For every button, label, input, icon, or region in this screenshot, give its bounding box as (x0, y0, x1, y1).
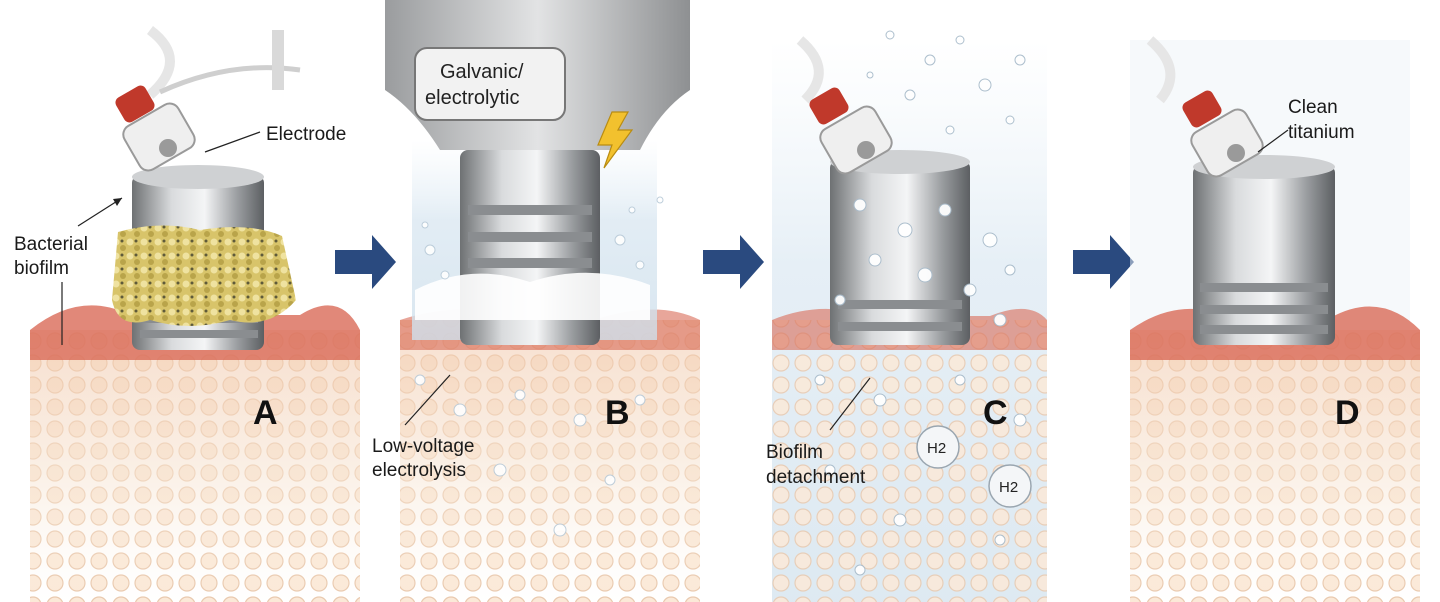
clean-implant (1193, 165, 1335, 345)
gas-bubbles (814, 30, 1027, 576)
arrow-right-icon (335, 235, 396, 289)
label-galvanic: Galvanic/ (440, 61, 524, 83)
label-titanium: titanium (1288, 122, 1355, 143)
arrow-right-icon (1073, 235, 1134, 289)
device-label-box (414, 47, 566, 121)
panel-letter-a: A (253, 394, 278, 432)
lightning-icon (597, 111, 634, 169)
panel-letter-b: B (605, 394, 630, 432)
panel-b: Galvanic/ electrolytic Low-voltage elect… (372, 0, 700, 602)
electrode-clip (819, 105, 893, 175)
panel-a: Electrode Bacterial biofilm A (14, 26, 360, 602)
panel-d: Clean titanium D (1130, 36, 1420, 602)
cable-tip (1182, 90, 1222, 128)
h2-bubble-icon (916, 425, 960, 469)
implant (830, 160, 970, 345)
label-electrolysis: electrolysis (372, 460, 466, 481)
bacterial-biofilm (112, 225, 296, 326)
label-bacterial: Bacterial (14, 234, 88, 255)
electrode-clip (1190, 108, 1264, 178)
label-biofilm-c: Biofilm (766, 442, 823, 463)
label-low-voltage: Low-voltage (372, 436, 474, 457)
panel-c: H2 H2 Biofilm detachment C (766, 30, 1047, 602)
cable-tip (809, 87, 849, 125)
panel-letter-d: D (1335, 394, 1360, 432)
label-detachment: detachment (766, 467, 866, 488)
label-biofilm: biofilm (14, 258, 69, 279)
label-electrode: Electrode (266, 124, 346, 145)
label-electrolytic: electrolytic (425, 87, 519, 109)
h2-bubble-icon (988, 464, 1032, 508)
electrolysis-foam (415, 272, 650, 320)
label-clean: Clean (1288, 97, 1338, 118)
cable-tip (115, 85, 155, 123)
arrow-right-icon (703, 235, 764, 289)
panel-letter-c: C (983, 394, 1008, 432)
h2-label: H2 (927, 440, 946, 457)
h2-label: H2 (999, 479, 1018, 496)
electrode-clip (122, 102, 196, 172)
